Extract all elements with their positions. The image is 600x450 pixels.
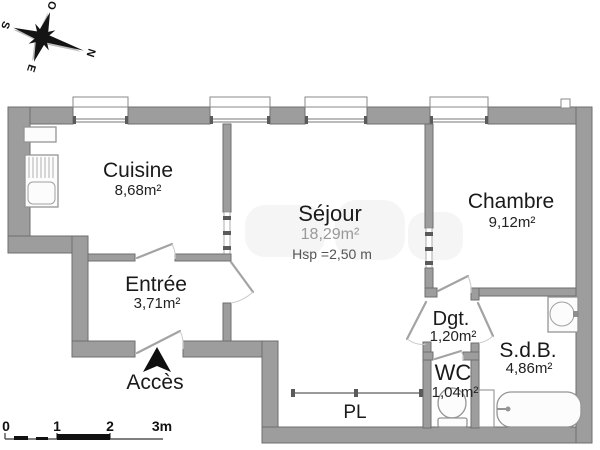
compass-south-label: S [0,20,12,31]
watermark [245,200,463,260]
wc-area: 1,04m² [432,384,479,401]
wall-cuisine-sejour [222,123,232,213]
chambre-name: Chambre [468,190,554,213]
interior-walls [87,123,577,429]
wall-dgt-corner [424,287,438,298]
scale-0: 0 [2,418,10,434]
wall-chambre-sdb [470,287,577,297]
compass-rose: N S E O [0,0,98,74]
access-triangle-icon [143,347,171,372]
placard-name: PL [343,402,366,423]
chimney-tab [560,98,571,109]
wall-wc-top-left-stub [422,351,434,361]
cuisine-area: 8,68m² [115,182,162,199]
wall-step-vertical [71,235,89,358]
door-wc [433,349,464,361]
door-chambre [436,274,472,294]
exterior-walls [7,98,593,444]
compass-star-diagonal [28,23,56,51]
wall-sdb-stub [470,287,480,301]
washbasin-faucet [573,311,579,317]
sejour-name: Séjour [298,201,362,226]
wall-cuisine-bottom-right [174,253,232,262]
wc-name: WC [435,360,472,385]
wall-wc-top-right-stub [462,351,480,361]
washbasin [547,296,579,333]
bathtub-faucet [505,406,511,412]
wall-bottom [261,426,593,444]
door-sdb [476,301,495,344]
dgt-area: 1,20m² [430,328,477,345]
scale-dash-2 [36,437,48,440]
doors [135,242,495,361]
window-chambre [429,96,489,124]
wall-entree-bottom-left [71,340,136,358]
door-entree-sejour [229,260,255,304]
wall-wc-left [422,341,432,429]
glazed-partition-chambre [425,227,433,269]
door-dgt-sejour [405,300,428,345]
wall-right [575,106,593,444]
chambre-area: 9,12m² [489,214,536,231]
door-entrance [135,329,184,355]
sejour-area: 18,29m² [301,226,360,243]
bathtub [496,391,582,428]
drainboard-hatch [28,157,54,178]
access-arrow: Accès [126,347,184,394]
compass-star-main [13,12,84,62]
wall-top-2 [127,106,211,125]
window-cuisine [72,96,129,124]
windows [72,96,489,124]
wall-sejour-chambre-lower [424,267,434,289]
scale-1: 1 [53,418,61,434]
access-label: Accès [126,371,183,394]
toilet [437,387,468,428]
scale-solid-segment [57,434,110,440]
entree-name: Entrée [125,273,187,296]
sejour-ceiling-height: Hsp =2,50 m [292,246,372,262]
compass-east-label: E [24,63,38,74]
wall-top-4 [366,106,431,125]
wall-wc-right [470,342,480,429]
glazed-partition-cuisine [223,211,231,255]
closet-sliding-doors [291,389,423,397]
cuisine-name: Cuisine [103,159,173,182]
window-sejour-left [209,96,271,124]
sdb-name: S.d.B. [499,339,556,362]
scale-2: 2 [106,418,114,434]
compass-north-label: N [84,47,98,58]
entree-area: 3,71m² [134,295,181,312]
kitchen-cupboard [23,126,57,143]
kitchen-sink-unit [24,154,59,208]
door-cuisine [135,242,176,260]
scale-3m: 3m [152,418,172,434]
dgt-name: Dgt. [433,308,470,330]
sink-bowl [27,181,56,205]
wall-cuisine-bottom-left [87,253,136,262]
wall-sejour-chambre [424,123,434,229]
scale-bar: 0 1 2 3m [2,418,172,440]
wall-entree-right [222,302,232,342]
window-sejour-right [304,96,368,124]
duct-recess [478,389,495,428]
scale-dash-1 [14,436,28,440]
sdb-area: 4,86m² [506,360,553,377]
compass-west-label: O [44,0,58,12]
wall-top-3 [269,106,306,125]
fixtures [23,126,582,428]
room-labels: Cuisine 8,68m² Séjour 18,29m² Hsp =2,50 … [103,159,557,423]
